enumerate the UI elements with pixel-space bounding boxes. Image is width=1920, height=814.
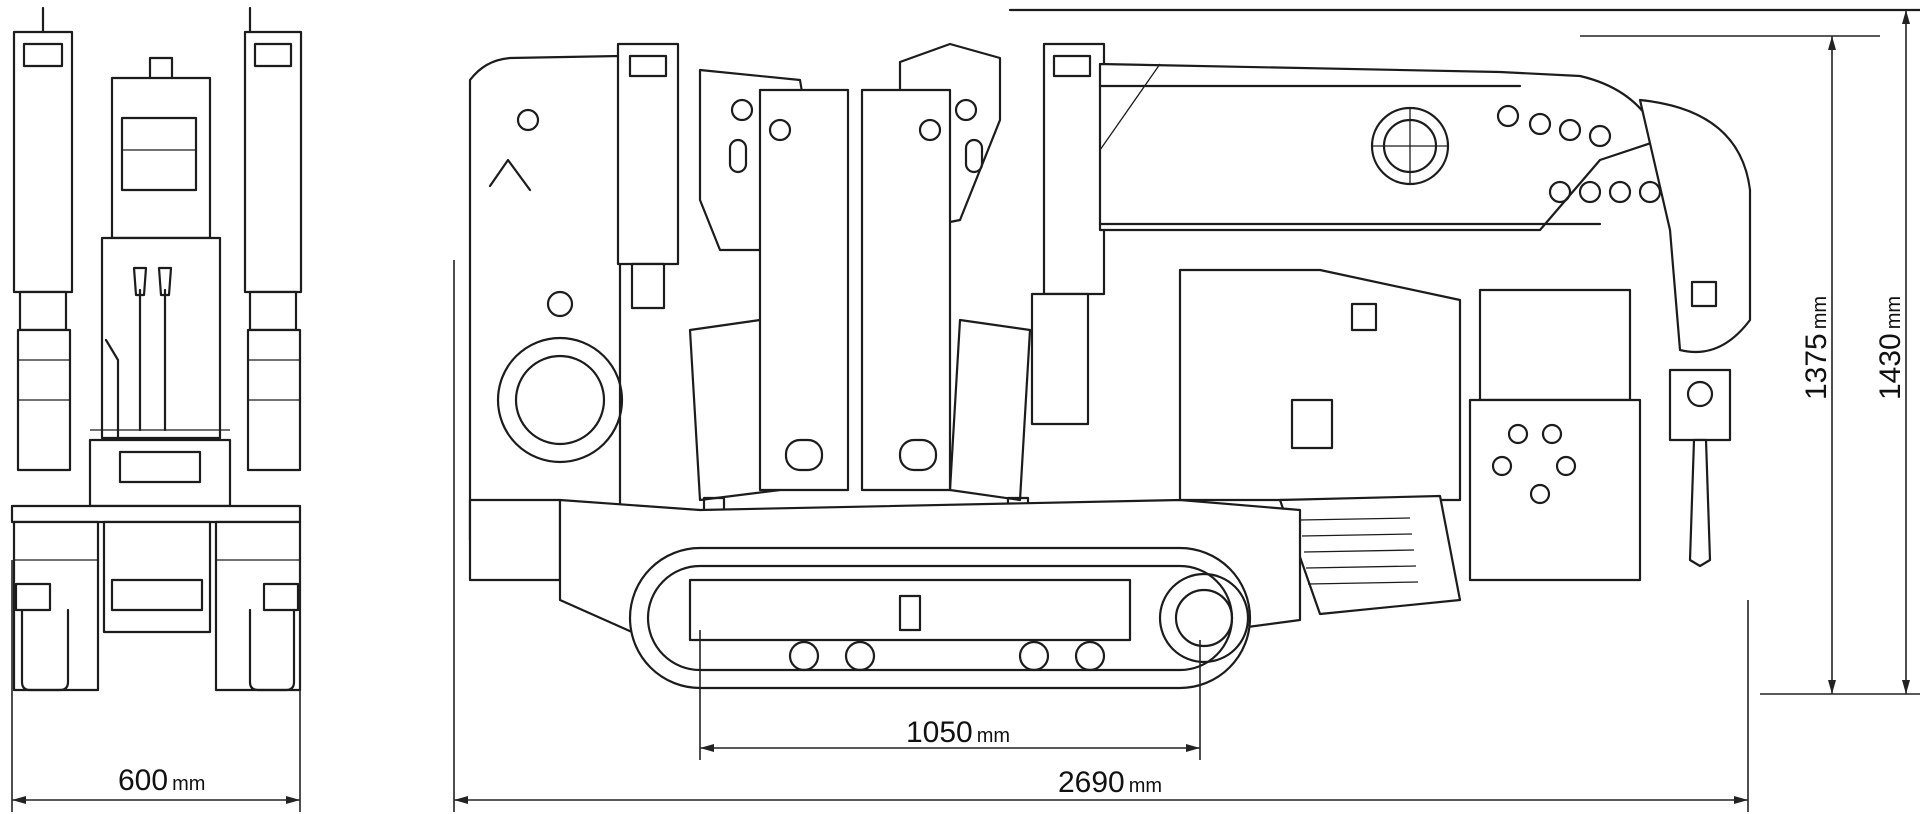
total-height-dimension-label: 1430mm: [1874, 296, 1907, 400]
inner-height-dimension-label: 1375mm: [1800, 296, 1833, 400]
side-view: [468, 8, 1920, 690]
dimension-lines: [453, 10, 1920, 812]
front-view: [10, 6, 303, 812]
